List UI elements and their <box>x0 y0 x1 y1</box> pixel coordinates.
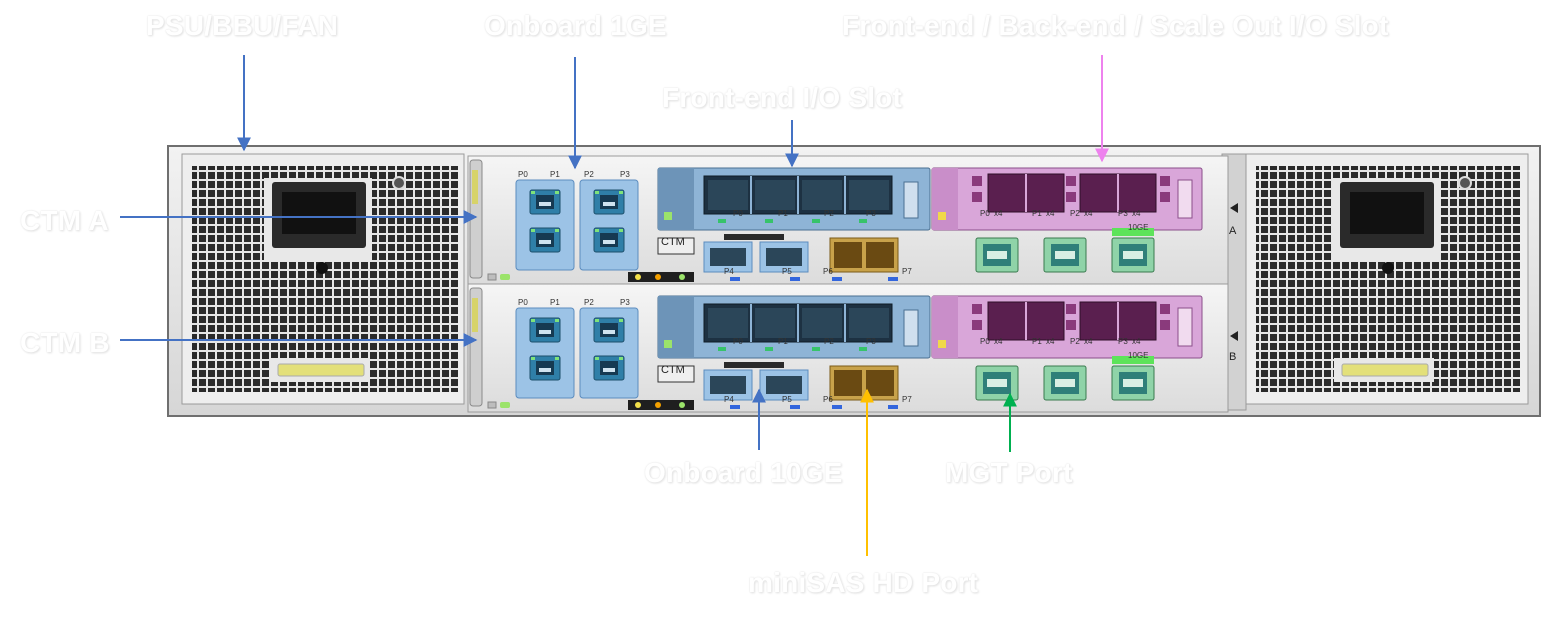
psu-left <box>181 153 465 405</box>
ctm-a-fe-p2: P2 <box>824 209 834 218</box>
label-ctm-b: CTM B <box>20 327 110 358</box>
ctm-a-p4: P4 <box>724 267 734 276</box>
ctm-a-so-x4-3: x4 <box>1132 209 1141 218</box>
label-psu-bbu-fan: PSU/BBU/FAN <box>146 10 338 41</box>
ctm-a-fe-p1: P1 <box>778 209 788 218</box>
ctm-a-port-speed: 10GE <box>1128 223 1148 232</box>
ctm-b-1ge-p2: P2 <box>584 298 594 307</box>
ctm-a-so-p0: P0 <box>980 209 990 218</box>
ctm-b-p6: P6 <box>823 395 833 404</box>
ctm-a-badge: CTM <box>661 236 685 248</box>
ctm-a-1ge-p2: P2 <box>584 170 594 179</box>
ctm-a-controller <box>468 156 1228 284</box>
ctm-b-1ge-p0: P0 <box>518 298 528 307</box>
label-onboard-1ge: Onboard 1GE <box>484 10 667 41</box>
label-mgt-port: MGT Port <box>945 457 1073 488</box>
ctrl-b-marker: B <box>1229 351 1236 363</box>
ctm-b-badge: CTM <box>661 364 685 376</box>
ctm-a-so-x4-0: x4 <box>994 209 1003 218</box>
label-frontend-backend-scaleout-slot: Front-end / Back-end / Scale Out I/O Slo… <box>842 10 1389 41</box>
label-onboard-10ge: Onboard 10GE <box>644 457 843 488</box>
ctm-b-so-x4-3: x4 <box>1132 337 1141 346</box>
ctm-a-so-p3: P3 <box>1118 209 1128 218</box>
ctm-a-so-p2: P2 <box>1070 209 1080 218</box>
ctm-a-so-p1: P1 <box>1032 209 1042 218</box>
ctm-a-p6: P6 <box>823 267 833 276</box>
psu-right <box>1245 153 1529 405</box>
ctm-a-p7: P7 <box>902 267 912 276</box>
ctm-b-so-x4-0: x4 <box>994 337 1003 346</box>
ctm-b-p7: P7 <box>902 395 912 404</box>
ctm-a-fe-p3: P3 <box>866 209 876 218</box>
ctm-b-so-p0: P0 <box>980 337 990 346</box>
ctm-b-fe-p1: P1 <box>778 337 788 346</box>
label-ctm-a: CTM A <box>20 205 109 236</box>
ctm-b-1ge-p3: P3 <box>620 298 630 307</box>
ctm-b-so-p2: P2 <box>1070 337 1080 346</box>
ctm-b-so-p3: P3 <box>1118 337 1128 346</box>
ctm-a-fe-p0: P0 <box>733 209 743 218</box>
ctm-b-fe-p2: P2 <box>824 337 834 346</box>
ctm-b-fe-p3: P3 <box>866 337 876 346</box>
label-frontend-io-slot: Front-end I/O Slot <box>662 82 903 113</box>
ctm-a-so-x4-1: x4 <box>1046 209 1055 218</box>
ctm-b-fe-p0: P0 <box>733 337 743 346</box>
ctm-b-so-x4-1: x4 <box>1046 337 1055 346</box>
ctm-b-p4: P4 <box>724 395 734 404</box>
label-minisas-hd-port: miniSAS HD Port <box>748 567 979 598</box>
ctm-b-so-x4-2: x4 <box>1084 337 1093 346</box>
ctm-a-1ge-p1: P1 <box>550 170 560 179</box>
ctm-b-p5: P5 <box>782 395 792 404</box>
ctm-b-so-p1: P1 <box>1032 337 1042 346</box>
ctm-a-so-x4-2: x4 <box>1084 209 1093 218</box>
ctrl-a-marker: A <box>1229 225 1237 237</box>
ctm-a-p5: P5 <box>782 267 792 276</box>
ctm-a-1ge-p0: P0 <box>518 170 528 179</box>
ctm-b-controller <box>468 284 1228 412</box>
ctm-b-port-speed: 10GE <box>1128 351 1148 360</box>
ctm-a-1ge-p3: P3 <box>620 170 630 179</box>
ctm-b-1ge-p1: P1 <box>550 298 560 307</box>
